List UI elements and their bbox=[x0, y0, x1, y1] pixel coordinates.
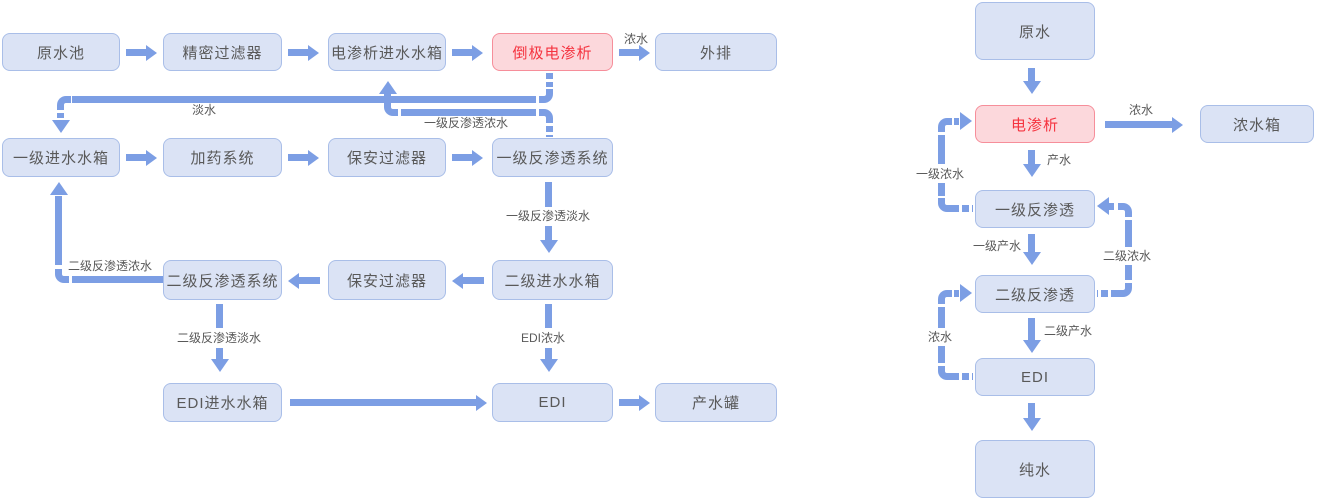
pipe-s1c-vert-2 bbox=[938, 183, 945, 196]
arrowhead-edic-into-ro2 bbox=[960, 284, 972, 302]
pipe-ro1-concentrate-corner-right bbox=[539, 109, 553, 123]
label-edi-concentrate-right: 浓水 bbox=[928, 330, 953, 344]
arrow-filter-to-ro1 bbox=[452, 149, 483, 166]
arrowhead-ro2-concentrate-up bbox=[50, 182, 68, 195]
connector-ro2-permeate-seg bbox=[216, 304, 223, 328]
arrow-edi-to-product bbox=[619, 394, 650, 411]
node-stage1-feed-tank: 一级进水水箱 bbox=[2, 138, 120, 177]
pipe-fresh-water-corner-left bbox=[57, 96, 71, 110]
node-raw-water: 原水 bbox=[975, 2, 1095, 60]
pipe-edic-corner-bottom bbox=[938, 366, 952, 380]
arrow-raw-to-ed bbox=[1022, 68, 1041, 94]
node-stage2-ro: 二级反渗透系统 bbox=[163, 260, 282, 300]
node-stage1-ro-simple: 一级反渗透 bbox=[975, 190, 1095, 228]
arrow-ed-to-ro1 bbox=[1022, 150, 1041, 177]
label-stage2-ro-permeate: 二级反渗透淡水 bbox=[177, 331, 262, 345]
label-stage2-ro-concentrate: 二级反渗透浓水 bbox=[68, 259, 153, 273]
arrow-edi-to-pure bbox=[1022, 403, 1041, 431]
node-edi-simple: EDI bbox=[975, 358, 1095, 396]
pipe-edic-vert-1 bbox=[938, 307, 945, 328]
pipe-fresh-water-corner-right bbox=[539, 89, 553, 103]
pipe-s1c-vert-1 bbox=[938, 135, 945, 164]
pipe-fresh-water-stub bbox=[546, 73, 553, 87]
label-concentrate: 浓水 bbox=[623, 32, 648, 46]
label-stage2-concentrate: 二级浓水 bbox=[1103, 249, 1152, 263]
node-discharge: 外排 bbox=[655, 33, 777, 71]
node-raw-water-pool: 原水池 bbox=[2, 33, 120, 71]
pipe-s1c-dash bbox=[954, 118, 959, 125]
pipe-s2c-stub bbox=[1097, 290, 1121, 297]
arrow-editank-to-edi bbox=[290, 394, 487, 411]
pipe-s2c-dash bbox=[1109, 203, 1114, 210]
pipe-fresh-water-horizontal bbox=[72, 96, 536, 103]
arrow-ro1-to-tank2 bbox=[539, 226, 558, 253]
arrowhead-s1c-into-ed bbox=[960, 112, 972, 130]
pipe-ro2-concentrate-horizontal bbox=[72, 276, 163, 283]
node-security-filter-2: 保安过滤器 bbox=[328, 260, 446, 300]
arrowhead-ro1-concentrate-up bbox=[379, 81, 397, 94]
arrow-tank-to-edr bbox=[452, 44, 483, 61]
arrow-ro2-to-editank bbox=[210, 348, 229, 372]
pipe-ro1-concentrate-stub bbox=[546, 126, 553, 137]
arrow-tank-to-dosing bbox=[126, 149, 157, 166]
pipe-s2c-corner-top bbox=[1118, 203, 1132, 217]
label-stage2-product: 二级产水 bbox=[1044, 324, 1093, 338]
arrow-filter2-to-ro2 bbox=[288, 272, 320, 289]
node-edi: EDI bbox=[492, 383, 613, 422]
node-precision-filter: 精密过滤器 bbox=[163, 33, 282, 71]
pipe-edic-stub bbox=[949, 373, 973, 380]
pipe-ro1-concentrate-dash bbox=[384, 94, 391, 99]
pipe-edic-corner-top bbox=[938, 290, 952, 304]
label-concentrate-right: 浓水 bbox=[1129, 103, 1154, 117]
node-ed-feed-tank: 电渗析进水水箱 bbox=[328, 33, 446, 71]
label-stage1-ro-concentrate: 一级反渗透浓水 bbox=[424, 116, 509, 130]
pipe-fresh-water-dash bbox=[57, 113, 64, 118]
pipe-s2c-corner-bottom bbox=[1118, 283, 1132, 297]
pipe-ro1-concentrate-corner-left bbox=[384, 102, 398, 116]
pipe-s1c-corner-top bbox=[938, 118, 952, 132]
node-ed: 电渗析 bbox=[975, 105, 1095, 143]
arrow-ed-to-tank bbox=[1105, 116, 1183, 133]
node-stage2-ro-simple: 二级反渗透 bbox=[975, 275, 1095, 313]
pipe-edic-dash bbox=[954, 290, 959, 297]
arrow-dosing-to-filter bbox=[288, 149, 319, 166]
arrow-ro1-to-ro2 bbox=[1022, 234, 1041, 265]
arrow-filter-to-tank bbox=[288, 44, 319, 61]
arrow-tank2-to-edi bbox=[539, 348, 558, 372]
node-security-filter-1: 保安过滤器 bbox=[328, 138, 446, 177]
node-stage2-feed-tank: 二级进水水箱 bbox=[492, 260, 613, 300]
pipe-edic-vert-2 bbox=[938, 346, 945, 363]
pipe-ro2-concentrate-corner bbox=[55, 269, 69, 283]
arrow-raw-to-filter bbox=[126, 44, 157, 61]
node-stage1-ro: 一级反渗透系统 bbox=[492, 138, 613, 177]
arrowhead-s2c-into-ro1 bbox=[1097, 197, 1109, 215]
arrowhead-fresh-water-down bbox=[52, 120, 70, 133]
label-fresh-water: 淡水 bbox=[192, 103, 217, 117]
pipe-s1c-stub bbox=[949, 205, 973, 212]
arrow-ro2-to-edi bbox=[1022, 318, 1041, 353]
arrow-edr-to-discharge bbox=[619, 44, 650, 61]
pipe-ro1-concentrate-horizontal bbox=[401, 109, 536, 116]
node-pure-water: 纯水 bbox=[975, 440, 1095, 498]
label-stage1-concentrate: 一级浓水 bbox=[916, 167, 965, 181]
label-edi-concentrate: EDI浓水 bbox=[521, 331, 566, 345]
node-concentrate-tank: 浓水箱 bbox=[1200, 105, 1314, 143]
label-product-water: 产水 bbox=[1047, 153, 1072, 167]
node-dosing-system: 加药系统 bbox=[163, 138, 282, 177]
pipe-s2c-vert-1 bbox=[1125, 220, 1132, 247]
arrow-tank2-to-filter2 bbox=[452, 272, 484, 289]
node-edi-feed-tank: EDI进水水箱 bbox=[163, 383, 282, 422]
connector-edi-concentrate-seg bbox=[545, 304, 552, 328]
label-stage1-product: 一级产水 bbox=[973, 239, 1022, 253]
pipe-ro2-concentrate-vertical bbox=[55, 196, 62, 265]
label-stage1-ro-permeate: 一级反渗透淡水 bbox=[506, 209, 591, 223]
pipe-s2c-vert-2 bbox=[1125, 265, 1132, 280]
connector-ro1-permeate-seg bbox=[545, 182, 552, 207]
pipe-s1c-corner-bottom bbox=[938, 198, 952, 212]
node-product-tank: 产水罐 bbox=[655, 383, 777, 422]
node-edr: 倒极电渗析 bbox=[492, 33, 613, 71]
